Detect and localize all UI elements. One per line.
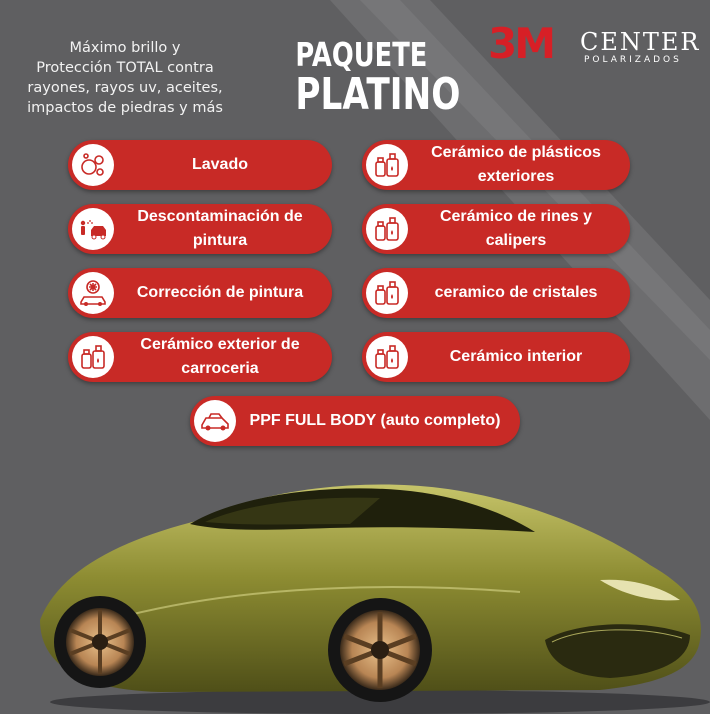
service-lavado: Lavado <box>68 140 332 190</box>
service-correccion: Corrección de pintura <box>68 268 332 318</box>
service-ceramico-carroceria: Cerámico exterior de carroceria <box>68 332 332 382</box>
bottles-icon <box>366 208 408 250</box>
service-label: Descontaminación de pintura <box>137 208 303 249</box>
car-icon <box>194 400 236 442</box>
intro-line-3: rayones, rayos uv, aceites, <box>27 80 223 96</box>
bottles-icon <box>366 272 408 314</box>
car-wash-icon <box>72 208 114 250</box>
service-ceramico-cristales: ceramico de cristales <box>362 268 630 318</box>
service-label: Cerámico interior <box>449 348 583 365</box>
title-line-1: PAQUETE <box>295 35 428 74</box>
car-polish-icon <box>72 272 114 314</box>
sports-car-illustration <box>40 484 710 714</box>
service-label: PPF FULL BODY (auto completo) <box>249 412 501 429</box>
intro-line-2: Protección TOTAL contra <box>36 60 214 76</box>
intro-line-1: Máximo brillo y <box>69 40 181 56</box>
service-label: Lavado <box>191 156 248 173</box>
service-ppf-full-body: PPF FULL BODY (auto completo) <box>190 396 520 446</box>
intro-text: Máximo brillo y Protección TOTAL contra … <box>20 38 230 118</box>
intro-line-4: impactos de piedras y más <box>27 100 223 116</box>
service-label: Cerámico de rines y calipers <box>439 208 593 249</box>
service-label: Corrección de pintura <box>136 284 304 301</box>
bottles-icon <box>72 336 114 378</box>
bottles-icon <box>366 144 408 186</box>
brand-logo: 3M CENTER POLARIZADOS <box>488 22 708 68</box>
package-title: PAQUETE PLATINO <box>295 35 461 120</box>
service-label: Cerámico exterior de carroceria <box>140 336 300 377</box>
bottles-icon <box>366 336 408 378</box>
logo-subtitle: POLARIZADOS <box>584 55 682 65</box>
service-ceramico-rines: Cerámico de rines y calipers <box>362 204 630 254</box>
logo-mark: 3M <box>488 19 556 68</box>
title-line-2: PLATINO <box>295 69 461 120</box>
service-ceramico-plasticos: Cerámico de plásticos exteriores <box>362 140 630 190</box>
service-label: Cerámico de plásticos exteriores <box>431 144 601 185</box>
logo-word: CENTER <box>580 28 701 56</box>
service-label: ceramico de cristales <box>434 284 598 301</box>
service-ceramico-interior: Cerámico interior <box>362 332 630 382</box>
service-descontaminacion: Descontaminación de pintura <box>68 204 332 254</box>
bubbles-icon <box>72 144 114 186</box>
